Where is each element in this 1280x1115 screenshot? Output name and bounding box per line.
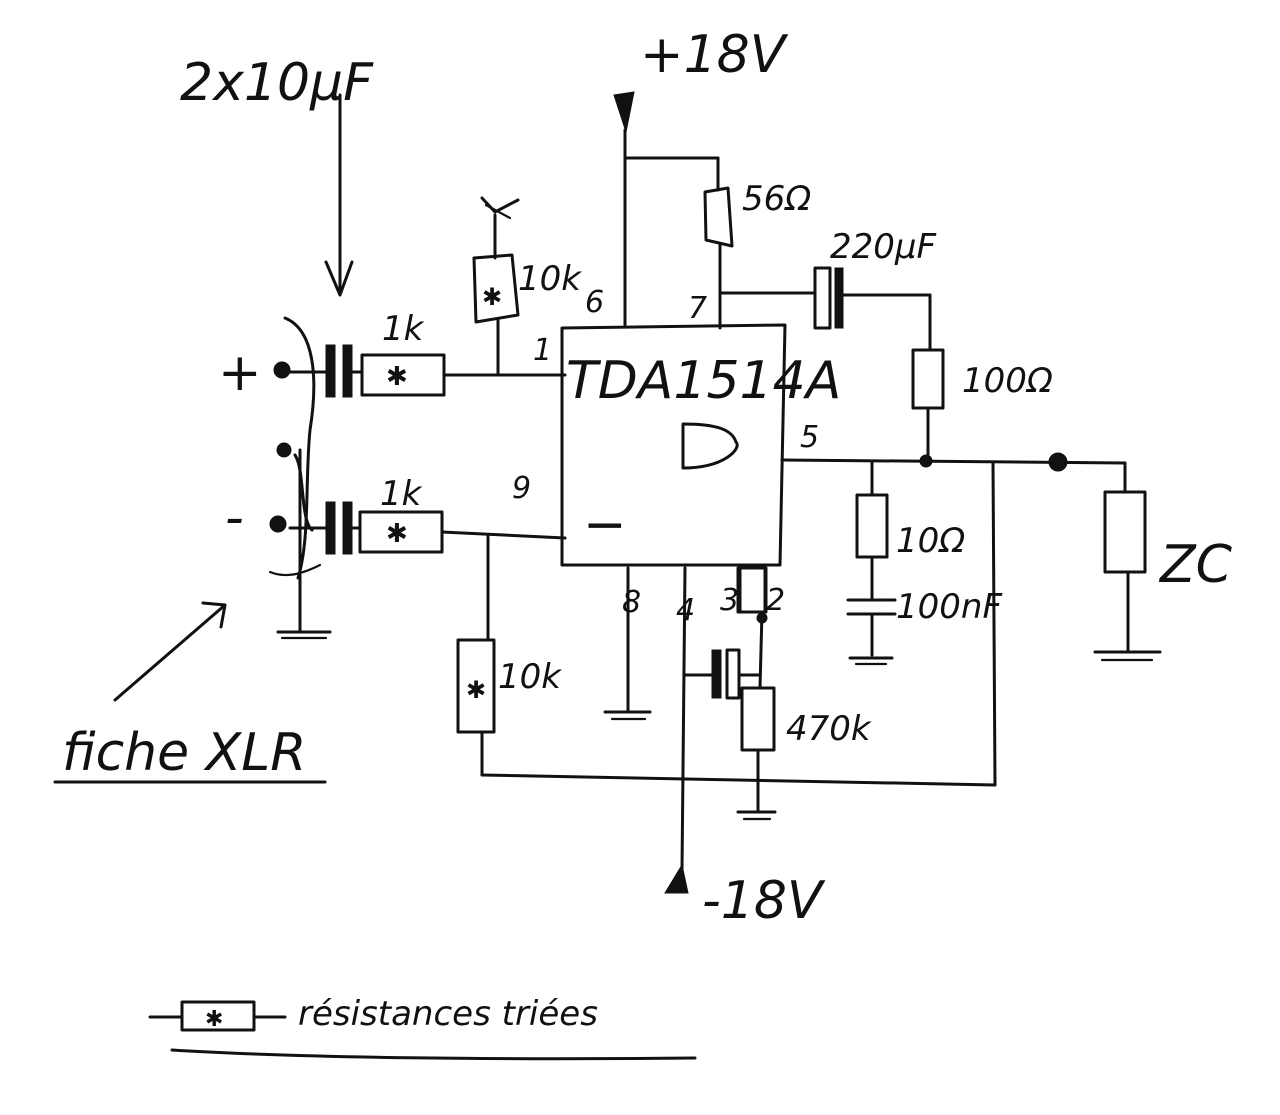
resistor-470k xyxy=(736,566,777,821)
capacitor-100nf xyxy=(846,598,897,666)
xlr-pin-plus xyxy=(273,361,291,379)
pin-5-label: 5 xyxy=(800,420,819,455)
resistor-10k-top: ✱ xyxy=(472,196,520,377)
xlr-label: fiche XLR xyxy=(62,723,306,783)
legend-underline xyxy=(170,1048,697,1061)
resistor-1k-minus-label: 1k xyxy=(380,474,423,514)
ground-pin-8 xyxy=(603,566,652,721)
resistor-100-label: 100Ω xyxy=(962,361,1053,401)
legend-trimmed-mark: ✱ xyxy=(205,1007,223,1032)
resistor-10k-bottom-label: 10k xyxy=(498,657,562,697)
pin-8-label: 8 xyxy=(622,585,641,620)
supply-positive-label: +18V xyxy=(640,25,789,85)
trimmed-mark-1: ✱ xyxy=(386,362,408,392)
supply-positive xyxy=(613,91,720,327)
load-zc-label: ZC xyxy=(1158,535,1233,595)
resistor-56-label: 56Ω xyxy=(742,179,811,219)
resistor-470k-label: 470k xyxy=(786,709,872,749)
supply-negative xyxy=(664,566,689,894)
load-zc xyxy=(1093,490,1162,662)
xlr-pin-minus xyxy=(269,515,287,533)
output-node xyxy=(1048,452,1068,472)
xlr-pin-ground xyxy=(276,442,292,458)
capacitor-note: 2x10µF xyxy=(180,53,374,113)
resistor-56 xyxy=(703,186,734,330)
resistor-10 xyxy=(855,459,889,602)
capacitor-100nf-label: 100nF xyxy=(896,587,1002,627)
pin-3-label: 3 xyxy=(720,583,739,618)
legend-text: résistances triées xyxy=(298,994,598,1034)
output-line xyxy=(780,452,1127,494)
resistor-100 xyxy=(911,348,945,462)
resistor-10-label: 10Ω xyxy=(896,521,965,561)
feedback-line xyxy=(480,461,997,787)
xlr-connector xyxy=(268,316,322,632)
input-capacitor-minus xyxy=(288,501,362,555)
resistor-1k-plus-label: 1k xyxy=(382,309,425,349)
amplifier-symbol xyxy=(681,422,739,470)
ic-minus-input-sign: − xyxy=(583,495,627,555)
pin-6-label: 6 xyxy=(585,285,604,320)
input-minus-sign: - xyxy=(225,488,244,548)
trimmed-mark-3: ✱ xyxy=(482,283,502,311)
pin-7-label: 7 xyxy=(688,291,707,326)
ground-xlr xyxy=(276,598,332,640)
ic-body xyxy=(560,323,787,567)
trimmed-mark-4: ✱ xyxy=(466,676,486,704)
ic-name: TDA1514A xyxy=(566,351,841,411)
capacitor-220uf-label: 220µF xyxy=(830,227,937,267)
pin-2-label: 2 xyxy=(766,583,785,618)
xlr-pointer-arrow xyxy=(113,601,227,702)
supply-negative-label: -18V xyxy=(702,871,826,931)
resistor-10k-bottom: ✱ xyxy=(456,533,496,777)
input-capacitor-plus xyxy=(288,344,364,398)
pin-1-label: 1 xyxy=(533,333,552,368)
capacitor-220uf xyxy=(718,266,932,352)
capacitor-pointer-arrow xyxy=(324,93,354,297)
legend-resistor-symbol: ✱ xyxy=(148,1000,287,1032)
resistor-1k-minus: ✱ xyxy=(358,510,567,554)
trimmed-mark-2: ✱ xyxy=(386,519,408,549)
resistor-1k-plus: ✱ xyxy=(360,353,567,397)
pin-9-label: 9 xyxy=(512,471,531,506)
capacitor-bootstrap xyxy=(683,648,762,700)
input-plus-sign: + xyxy=(218,343,262,403)
resistor-10k-top-label: 10k xyxy=(518,259,582,299)
